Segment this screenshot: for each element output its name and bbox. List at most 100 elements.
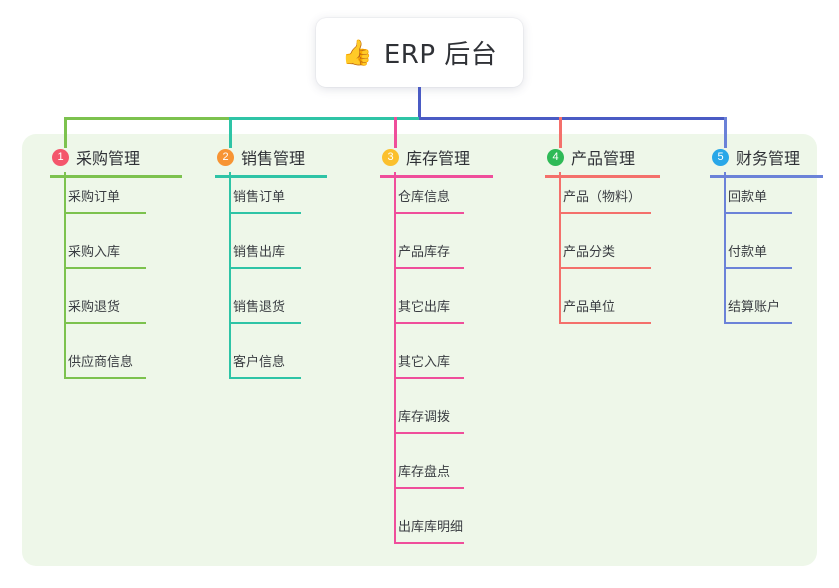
category-rule-2 (215, 175, 327, 178)
root-node-content: 👍 ERP 后台 (342, 34, 498, 71)
leaf-label: 其它出库 (398, 300, 451, 315)
category-spine-4 (559, 172, 561, 324)
leaf-label: 其它入库 (398, 355, 451, 370)
leaf-item[interactable]: 销售退货 (201, 282, 305, 337)
leaf-label: 产品（物料） (563, 190, 642, 205)
category-items-1: 采购订单采购入库采购退货供应商信息 (36, 172, 146, 392)
category-column-2: 2 销售管理销售订单销售出库销售退货客户信息 (201, 145, 327, 392)
leaf-label: 销售出库 (233, 245, 286, 260)
leaf-item[interactable]: 其它出库 (366, 282, 470, 337)
bar-segment-2 (229, 117, 422, 120)
leaf-rule (229, 322, 301, 324)
category-header-1[interactable]: 1 采购管理 (36, 145, 140, 169)
category-rule-4 (545, 175, 660, 178)
drop-stub-4 (559, 117, 562, 148)
category-spine-5 (724, 172, 726, 324)
category-column-4: 4 产品管理产品（物料） 产品分类产品单位 (531, 145, 660, 337)
category-label-1: 采购管理 (76, 149, 141, 168)
category-items-4: 产品（物料） 产品分类产品单位 (531, 172, 651, 337)
drop-stub-3 (394, 117, 397, 148)
leaf-rule (559, 212, 651, 214)
category-column-3: 3 库存管理仓库信息产品库存其它出库其它入库库存调拨库存盘点出库库明细 (366, 145, 493, 557)
root-node[interactable]: 👍 ERP 后台 (316, 18, 523, 87)
category-header-2[interactable]: 2 销售管理 (201, 145, 305, 169)
category-label-4: 产品管理 (571, 149, 636, 168)
category-badge-2: 2 (217, 148, 234, 166)
leaf-rule (724, 322, 792, 324)
thumbs-up-icon: 👍 (341, 38, 373, 67)
leaf-rule (394, 432, 464, 434)
leaf-rule (394, 267, 464, 269)
leaf-rule (394, 322, 464, 324)
category-badge-1: 1 (52, 148, 69, 166)
category-label-2: 销售管理 (241, 149, 306, 168)
category-items-2: 销售订单销售出库销售退货客户信息 (201, 172, 305, 392)
leaf-label: 采购退货 (68, 300, 121, 315)
leaf-rule (559, 267, 651, 269)
root-stem (418, 87, 421, 120)
leaf-rule (229, 267, 301, 269)
category-column-1: 1 采购管理采购订单采购入库采购退货供应商信息 (36, 145, 182, 392)
drop-stub-2 (229, 117, 232, 148)
category-column-5: 5 财务管理回款单付款单结算账户 (696, 145, 823, 337)
leaf-item[interactable]: 采购入库 (36, 227, 146, 282)
leaf-item[interactable]: 仓库信息 (366, 172, 470, 227)
category-header-4[interactable]: 4 产品管理 (531, 145, 635, 169)
leaf-item[interactable]: 销售出库 (201, 227, 305, 282)
leaf-item[interactable]: 采购退货 (36, 282, 146, 337)
category-badge-5: 5 (712, 148, 729, 166)
leaf-item[interactable]: 结算账户 (696, 282, 800, 337)
category-spine-2 (229, 172, 231, 379)
leaf-label: 付款单 (728, 245, 768, 260)
category-header-3[interactable]: 3 库存管理 (366, 145, 470, 169)
leaf-rule (229, 377, 301, 379)
category-label-3: 库存管理 (406, 149, 471, 168)
leaf-item[interactable]: 付款单 (696, 227, 800, 282)
category-spine-3 (394, 172, 396, 544)
leaf-item[interactable]: 产品分类 (531, 227, 651, 282)
category-label-5: 财务管理 (736, 149, 801, 168)
leaf-label: 采购订单 (68, 190, 121, 205)
leaf-rule (724, 267, 792, 269)
category-rule-5 (710, 175, 823, 178)
leaf-item[interactable]: 出库库明细 (366, 502, 470, 557)
leaf-item[interactable]: 库存盘点 (366, 447, 470, 502)
diagram-panel (22, 134, 817, 566)
drop-stub-1 (64, 117, 67, 148)
category-badge-4: 4 (547, 148, 564, 166)
leaf-item[interactable]: 回款单 (696, 172, 800, 227)
leaf-item[interactable]: 客户信息 (201, 337, 305, 392)
leaf-rule (64, 267, 146, 269)
leaf-label: 回款单 (728, 190, 768, 205)
leaf-label: 产品库存 (398, 245, 451, 260)
leaf-label: 库存盘点 (398, 465, 451, 480)
leaf-rule (394, 487, 464, 489)
leaf-rule (64, 212, 146, 214)
category-header-5[interactable]: 5 财务管理 (696, 145, 800, 169)
category-spine-1 (64, 172, 66, 379)
leaf-item[interactable]: 库存调拨 (366, 392, 470, 447)
leaf-label: 供应商信息 (68, 355, 134, 370)
leaf-item[interactable]: 产品（物料） (531, 172, 651, 227)
leaf-item[interactable]: 采购订单 (36, 172, 146, 227)
leaf-label: 采购入库 (68, 245, 121, 260)
bar-segment-3 (419, 117, 727, 120)
category-badge-3: 3 (382, 148, 399, 166)
leaf-label: 仓库信息 (398, 190, 451, 205)
drop-stub-5 (724, 117, 727, 148)
leaf-item[interactable]: 供应商信息 (36, 337, 146, 392)
bar-segment-1 (64, 117, 232, 120)
leaf-label: 客户信息 (233, 355, 286, 370)
leaf-label: 产品分类 (563, 245, 616, 260)
leaf-item[interactable]: 产品库存 (366, 227, 470, 282)
leaf-label: 结算账户 (728, 300, 781, 315)
category-rule-3 (380, 175, 493, 178)
leaf-item[interactable]: 产品单位 (531, 282, 651, 337)
leaf-rule (559, 322, 651, 324)
leaf-item[interactable]: 销售订单 (201, 172, 305, 227)
leaf-item[interactable]: 其它入库 (366, 337, 470, 392)
leaf-rule (64, 322, 146, 324)
leaf-label: 产品单位 (563, 300, 616, 315)
root-title: ERP 后台 (383, 40, 498, 70)
